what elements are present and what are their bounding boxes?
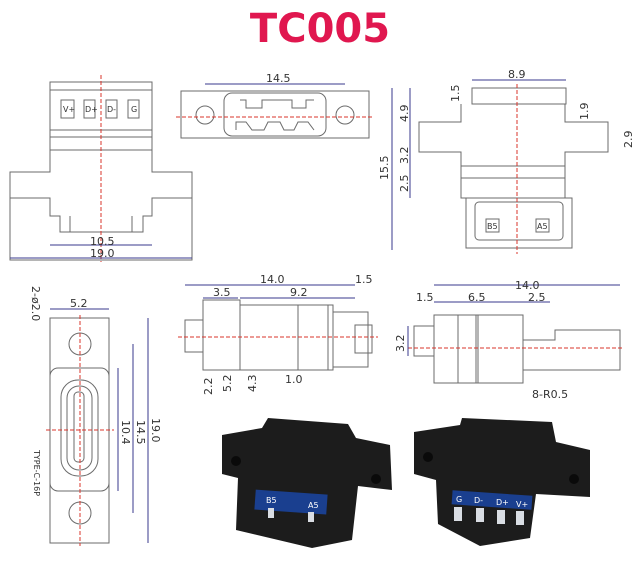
pin-label-dplus: D+: [85, 105, 98, 114]
dim-total-height: 15.5: [378, 156, 391, 181]
dim-right-total: 14.0: [515, 279, 540, 292]
dim-flange: 2.9: [622, 131, 635, 149]
photo-label-vplus: V+: [516, 500, 528, 509]
photo-label-dminus: D-: [474, 496, 483, 505]
dim-left-d2: 5.2: [221, 375, 234, 393]
photo-connector-right: G D- D+ V+: [414, 418, 590, 546]
pin-label-dminus: D-: [107, 105, 116, 114]
pin-label-a5: A5: [537, 222, 548, 231]
dim-left-body: 9.2: [290, 286, 308, 299]
top-view: [180, 90, 370, 139]
dim-face-hole-spacing: 14.5: [134, 420, 147, 445]
dim-left-front: 3.5: [213, 286, 231, 299]
dim-top-step: 1.5: [449, 85, 462, 103]
dim-right-height: 3.2: [394, 335, 407, 353]
dim-holes: 2-ø2.0: [29, 286, 42, 321]
photo-label-dplus: D+: [496, 498, 509, 507]
photo-label-g: G: [456, 495, 462, 504]
photo-label-b5: B5: [266, 496, 277, 505]
photo-label-a5: A5: [308, 501, 319, 510]
pin-label-vplus: V+: [63, 105, 75, 114]
dimension-lines: [10, 79, 620, 543]
dim-face-opening: 10.4: [119, 420, 132, 445]
dim-side-width: 8.9: [508, 68, 526, 81]
dim-radius-note: 8-R0.5: [532, 388, 568, 401]
dim-h3: 2.5: [398, 175, 411, 193]
dim-right-body: 6.5: [468, 291, 486, 304]
pin-label-g: G: [131, 105, 137, 114]
dim-left-total: 14.0: [260, 273, 285, 286]
dim-right-lead: 1.5: [416, 291, 434, 304]
dim-face-total: 19.0: [149, 418, 162, 443]
dim-left-d1: 2.2: [202, 378, 215, 396]
side-right-view: [418, 87, 609, 249]
pin-label-b5: B5: [487, 222, 498, 231]
dim-h1: 4.9: [398, 105, 411, 123]
dim-right-step: 1.9: [578, 103, 591, 121]
dim-left-groove: 1.0: [285, 373, 303, 386]
dim-left-d3: 4.3: [246, 375, 259, 393]
dim-outer-width: 19.0: [90, 247, 115, 260]
center-lines: [46, 75, 622, 546]
product-title: TC005: [249, 6, 391, 52]
dim-face-width: 5.2: [70, 297, 88, 310]
side-bottom-left-view: [184, 299, 373, 371]
dim-inner-width: 10.5: [90, 235, 115, 248]
dim-h2: 3.2: [398, 147, 411, 165]
dim-right-groove: 2.5: [528, 291, 546, 304]
side-bottom-right-view: [413, 314, 621, 384]
dim-left-tail: 1.5: [355, 273, 373, 286]
dim-hole-spacing-top: 14.5: [266, 72, 291, 85]
photo-connector-left: B5 A5: [222, 418, 392, 548]
part-label: TYPE-C-16P: [32, 449, 41, 496]
front-top-view: [9, 81, 193, 261]
